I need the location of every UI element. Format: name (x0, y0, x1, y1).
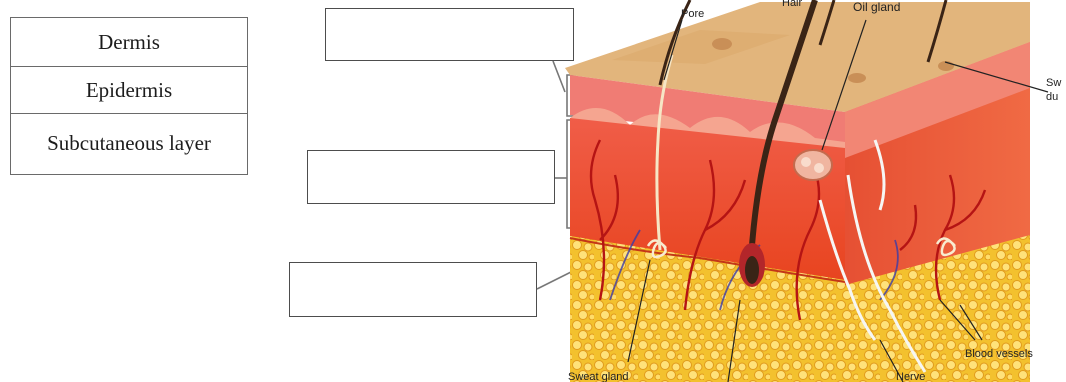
oil-gland (794, 150, 832, 180)
label-nerve: Nerve (896, 371, 925, 382)
label-sweat-duct-line1: Sw (1046, 77, 1061, 89)
label-sweat-duct: Sw du (1046, 77, 1064, 103)
label-pore: Pore (681, 8, 704, 20)
label-hair: Hair (782, 0, 803, 9)
label-oil-gland: Oil gland (853, 0, 900, 14)
label-sweat-gland: Sweat gland (568, 371, 629, 382)
label-sweat-duct-line2: du (1046, 91, 1058, 103)
label-blood-vessels: Blood vessels (965, 348, 1033, 360)
